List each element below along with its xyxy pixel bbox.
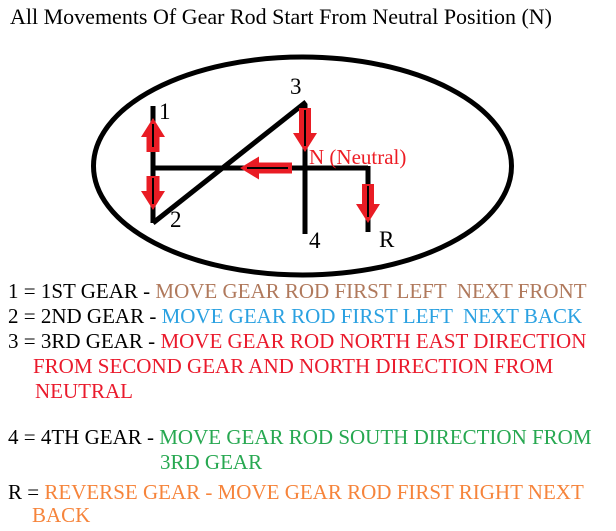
reverse-position-label: R: [379, 227, 395, 252]
legend-gear4-line2: 3RD GEAR: [160, 450, 263, 474]
gear2-position-label: 2: [170, 207, 182, 232]
legend-gear4-line: 4 = 4TH GEAR - MOVE GEAR ROD SOUTH DIREC…: [8, 425, 592, 450]
legend-gear2-text: MOVE GEAR ROD FIRST LEFT NEXT BACK: [161, 304, 583, 328]
legend-gear4-prefix: 4 = 4TH GEAR -: [8, 425, 160, 449]
legend-gear2-prefix: 2 = 2ND GEAR -: [8, 304, 162, 328]
legend-gear3-text: MOVE GEAR ROD NORTH EAST DIRECTION: [160, 329, 587, 353]
legend-reverse-line: R = REVERSE GEAR - MOVE GEAR ROD FIRST R…: [8, 480, 584, 505]
legend-reverse-prefix: R =: [8, 480, 45, 504]
gear-shift-pattern-diagram: 1 2 3 4 R N (Neutral): [91, 54, 514, 278]
legend-gear3-line3: NEUTRAL: [35, 379, 133, 403]
legend-gear4-text: MOVE GEAR ROD SOUTH DIRECTION FROM: [159, 425, 592, 449]
neutral-position-label: N (Neutral): [309, 145, 406, 169]
legend-gear2-line: 2 = 2ND GEAR - MOVE GEAR ROD FIRST LEFT …: [8, 304, 582, 329]
gear2-gear3-diagonal-line: [151, 100, 308, 225]
legend-gear1-text: MOVE GEAR ROD FIRST LEFT NEXT FRONT: [155, 279, 587, 303]
legend-gear3-line: 3 = 3RD GEAR - MOVE GEAR ROD NORTH EAST …: [8, 329, 586, 354]
legend-gear1-prefix: 1 = 1ST GEAR -: [8, 279, 156, 303]
legend-gear3-prefix: 3 = 3RD GEAR -: [8, 329, 161, 353]
legend-gear3-line2: FROM SECOND GEAR AND NORTH DIRECTION FRO…: [33, 354, 554, 378]
gate-ellipse: [91, 54, 514, 278]
legend-reverse-text: REVERSE GEAR - MOVE GEAR ROD FIRST RIGHT…: [44, 480, 584, 504]
gear1-position-label: 1: [159, 99, 171, 124]
legend-reverse-line2: BACK: [32, 503, 91, 527]
gear3-position-label: 3: [290, 74, 302, 99]
page-title: All Movements Of Gear Rod Start From Neu…: [10, 4, 552, 29]
legend-gear1-line: 1 = 1ST GEAR - MOVE GEAR ROD FIRST LEFT …: [8, 279, 587, 304]
gear4-position-label: 4: [309, 228, 321, 253]
